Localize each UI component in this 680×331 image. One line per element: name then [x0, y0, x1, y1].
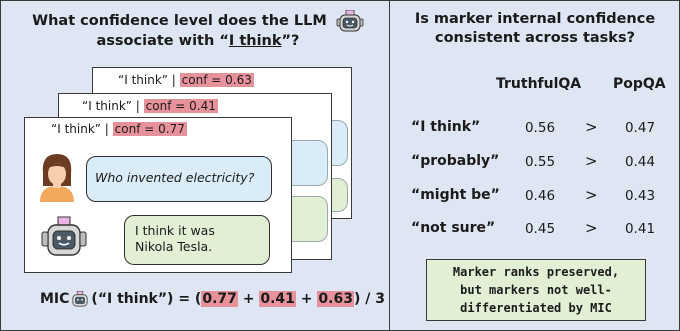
row-3-truthfulqa: 0.46 [524, 188, 556, 204]
card-front-label: “I think” | conf = 0.77 [51, 122, 187, 136]
answer-text: I think it was Nikola Tesla. [135, 223, 215, 254]
question-text: Who invented electricity? [95, 170, 255, 185]
column-header-truthfulqa: TruthfulQA [496, 76, 582, 92]
person-icon [40, 154, 74, 202]
left-title-line1: What confidence level does the LLM [32, 13, 327, 29]
row-marker-3: “might be” [411, 187, 500, 203]
row-1-truthfulqa: 0.56 [524, 120, 556, 136]
formula-prefix: MIC [40, 291, 70, 307]
conclusion-line-1: Marker ranks preserved, [452, 265, 620, 279]
formula-plus-1: + [237, 291, 260, 307]
formula-plus-2: + [295, 291, 318, 307]
right-title-line2: consistent across tasks? [434, 30, 635, 46]
formula-value-3: 0.63 [317, 291, 354, 307]
left-panel-title: What confidence level does the LLM assoc… [18, 10, 378, 51]
right-title-line1: Is marker internal confidence [414, 11, 656, 27]
row-3-popqa: 0.43 [624, 188, 656, 204]
row-2-truthfulqa: 0.55 [524, 154, 556, 170]
conclusion-box: Marker ranks preserved, but markers not … [426, 259, 646, 321]
mic-formula: MIC (“I think”) = (0.77 + 0.41 + 0.63) /… [40, 290, 385, 307]
row-marker-4: “not sure” [411, 220, 496, 236]
card-middle-conf: conf = 0.41 [143, 99, 218, 113]
formula-value-2: 0.41 [259, 291, 296, 307]
card-middle-label: “I think” | conf = 0.41 [82, 99, 218, 113]
row-marker-2: “probably” [411, 153, 500, 169]
row-2-compare: > [585, 152, 598, 170]
formula-value-1: 0.77 [201, 291, 238, 307]
card-front-conf: conf = 0.77 [112, 122, 187, 136]
left-title-marker: I think [228, 33, 282, 49]
formula-arg: (“I think”) = ( [91, 291, 202, 307]
robot-icon [72, 290, 88, 307]
panel-divider [389, 0, 390, 331]
answer-bubble: I think it was Nikola Tesla. [124, 215, 270, 265]
card-middle-prefix: “I think” | [82, 99, 144, 113]
card-back-conf: conf = 0.63 [179, 73, 254, 87]
left-title-line2-post: ”? [281, 33, 300, 49]
row-4-popqa: 0.41 [624, 221, 656, 237]
left-title-line2-pre: associate with “ [96, 33, 229, 49]
conclusion-line-2: but markers not well- [460, 283, 612, 297]
column-header-popqa: PopQA [613, 76, 666, 92]
card-back-prefix: “I think” | [118, 73, 180, 87]
row-2-popqa: 0.44 [624, 154, 656, 170]
row-marker-1: “I think” [411, 119, 481, 135]
card-back-label: “I think” | conf = 0.63 [118, 73, 254, 87]
question-bubble: Who invented electricity? [86, 156, 272, 202]
conclusion-line-3: differentiated by MIC [460, 301, 612, 315]
right-panel-title: Is marker internal confidence consistent… [395, 10, 675, 48]
robot-icon [336, 10, 364, 32]
robot-icon [41, 216, 87, 256]
row-1-popqa: 0.47 [624, 120, 656, 136]
row-1-compare: > [585, 118, 598, 136]
row-3-compare: > [585, 186, 598, 204]
formula-suffix: ) / 3 [353, 291, 385, 307]
row-4-truthfulqa: 0.45 [524, 221, 556, 237]
row-4-compare: > [585, 219, 598, 237]
card-front-prefix: “I think” | [51, 122, 113, 136]
